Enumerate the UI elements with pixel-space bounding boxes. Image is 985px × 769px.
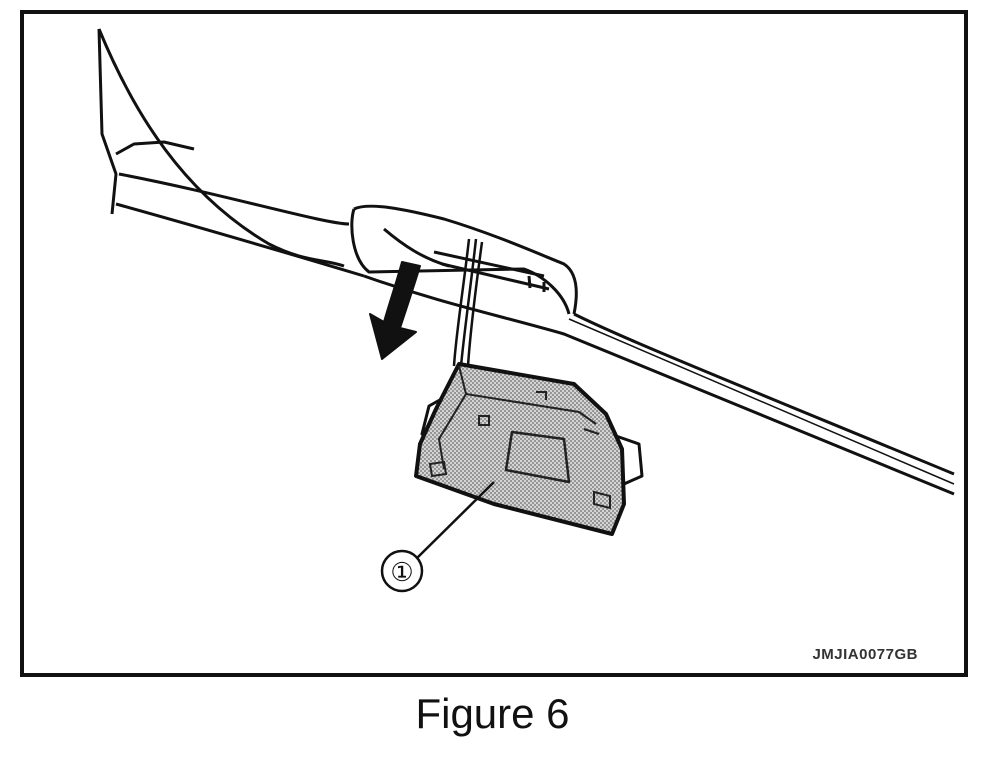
down-arrow-icon (369, 261, 421, 360)
callout-leader (415, 481, 495, 560)
figure-caption: Figure 6 (415, 690, 570, 737)
wire-harness (452, 238, 484, 367)
callout-label: ① (390, 557, 413, 587)
callout-circle (380, 549, 424, 593)
figure-frame: ① JMJIA0077GB (20, 10, 968, 677)
figure-code: JMJIA0077GB (812, 646, 918, 663)
module (414, 362, 644, 536)
callout-1: ① (380, 481, 495, 593)
illustration: ① (97, 28, 955, 593)
